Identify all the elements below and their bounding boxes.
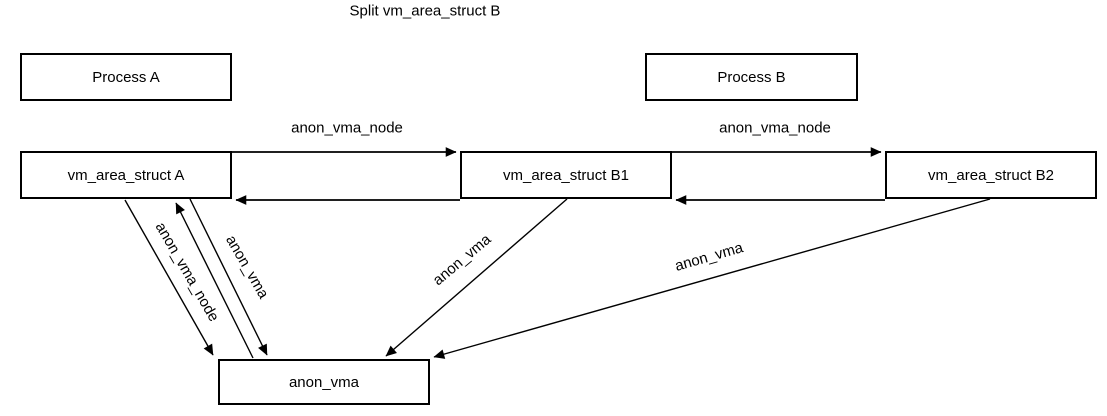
process-a-label: Process A	[92, 68, 160, 86]
vm-area-struct-a-box: vm_area_struct A	[20, 151, 232, 199]
vm-area-struct-b2-box: vm_area_struct B2	[885, 151, 1097, 199]
edge-label-anon-vma-node-b1-b2: anon_vma_node	[719, 119, 831, 137]
edge-vma-a-to-anon-vma	[189, 198, 268, 356]
edge-label-anon-vma-node-a-b1: anon_vma_node	[291, 119, 403, 137]
edge-anon-vma-to-vma-a	[175, 202, 254, 359]
vm-area-struct-a-label: vm_area_struct A	[67, 166, 185, 184]
anon-vma-box: anon_vma	[218, 359, 430, 405]
edge-vma-b1-to-anon-vma	[385, 198, 568, 357]
edge-vma-a-to-anon-vma-node	[124, 199, 214, 356]
process-a-box: Process A	[20, 53, 232, 101]
vm-area-struct-b2-label: vm_area_struct B2	[928, 166, 1054, 184]
process-b-label: Process B	[717, 68, 786, 86]
process-b-box: Process B	[645, 53, 858, 101]
vm-area-struct-b1-label: vm_area_struct B1	[503, 166, 629, 184]
anon-vma-label: anon_vma	[288, 373, 360, 391]
edge-vma-b2-to-anon-vma	[433, 198, 991, 359]
vm-area-struct-b1-box: vm_area_struct B1	[460, 151, 672, 199]
diagram-title: Split vm_area_struct B	[349, 2, 501, 20]
